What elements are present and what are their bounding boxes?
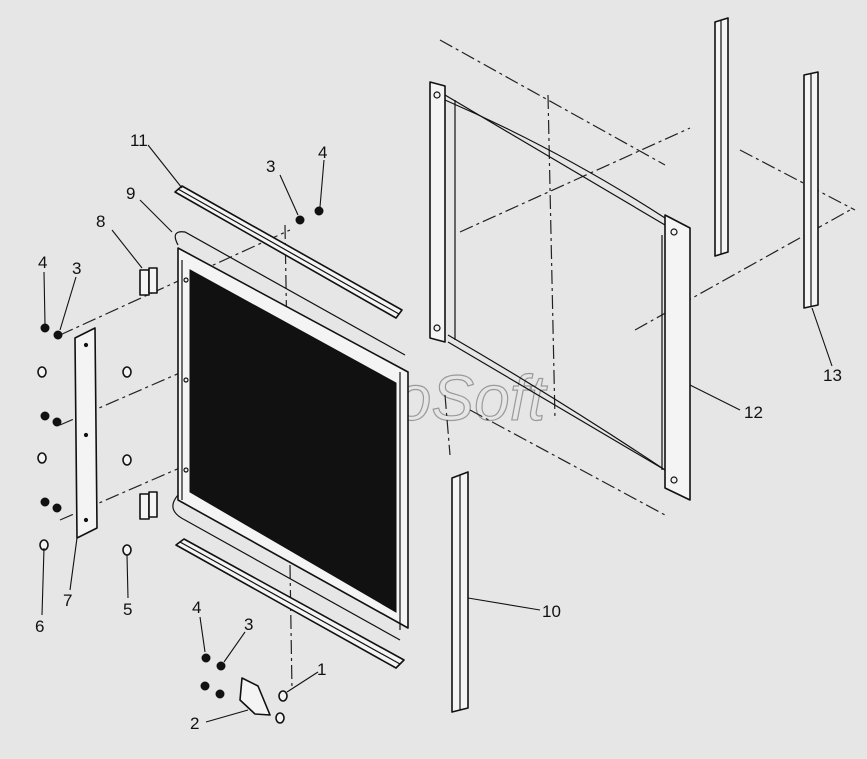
callout-10: 10 bbox=[542, 602, 561, 621]
callout-6: 6 bbox=[35, 617, 44, 636]
callout-5: 5 bbox=[123, 600, 132, 619]
seal-strip-part-10 bbox=[451, 471, 469, 713]
callout-2: 2 bbox=[190, 714, 199, 733]
callout-3-top: 3 bbox=[266, 157, 275, 176]
radiator-core-part-9 bbox=[172, 231, 409, 641]
callout-labels: 11 3 4 9 8 4 3 6 7 5 4 3 1 2 10 12 13 bbox=[35, 131, 842, 733]
frame-panel-part-12 bbox=[429, 81, 691, 501]
callout-12: 12 bbox=[744, 403, 763, 422]
callout-7: 7 bbox=[63, 591, 72, 610]
callout-3-bottom: 3 bbox=[244, 615, 253, 634]
callout-3-left: 3 bbox=[72, 259, 81, 278]
callout-9: 9 bbox=[126, 184, 135, 203]
callout-13: 13 bbox=[823, 366, 842, 385]
hinge-blocks-part-8 bbox=[139, 267, 158, 520]
seal-strip-part-13 bbox=[714, 17, 819, 309]
side-bracket-part-7 bbox=[74, 327, 98, 539]
left-fasteners bbox=[37, 323, 132, 556]
callout-1: 1 bbox=[317, 660, 326, 679]
callout-4-left: 4 bbox=[38, 253, 47, 272]
callout-8: 8 bbox=[96, 212, 105, 231]
bottom-seal bbox=[175, 538, 405, 669]
bottom-bracket-part-2 bbox=[200, 653, 288, 724]
callout-4-bottom: 4 bbox=[192, 598, 201, 617]
top-fasteners bbox=[295, 206, 324, 225]
leader-lines bbox=[41, 144, 833, 723]
callout-4-top: 4 bbox=[318, 143, 327, 162]
top-seal-part-11 bbox=[174, 185, 403, 319]
callout-11: 11 bbox=[130, 131, 148, 150]
